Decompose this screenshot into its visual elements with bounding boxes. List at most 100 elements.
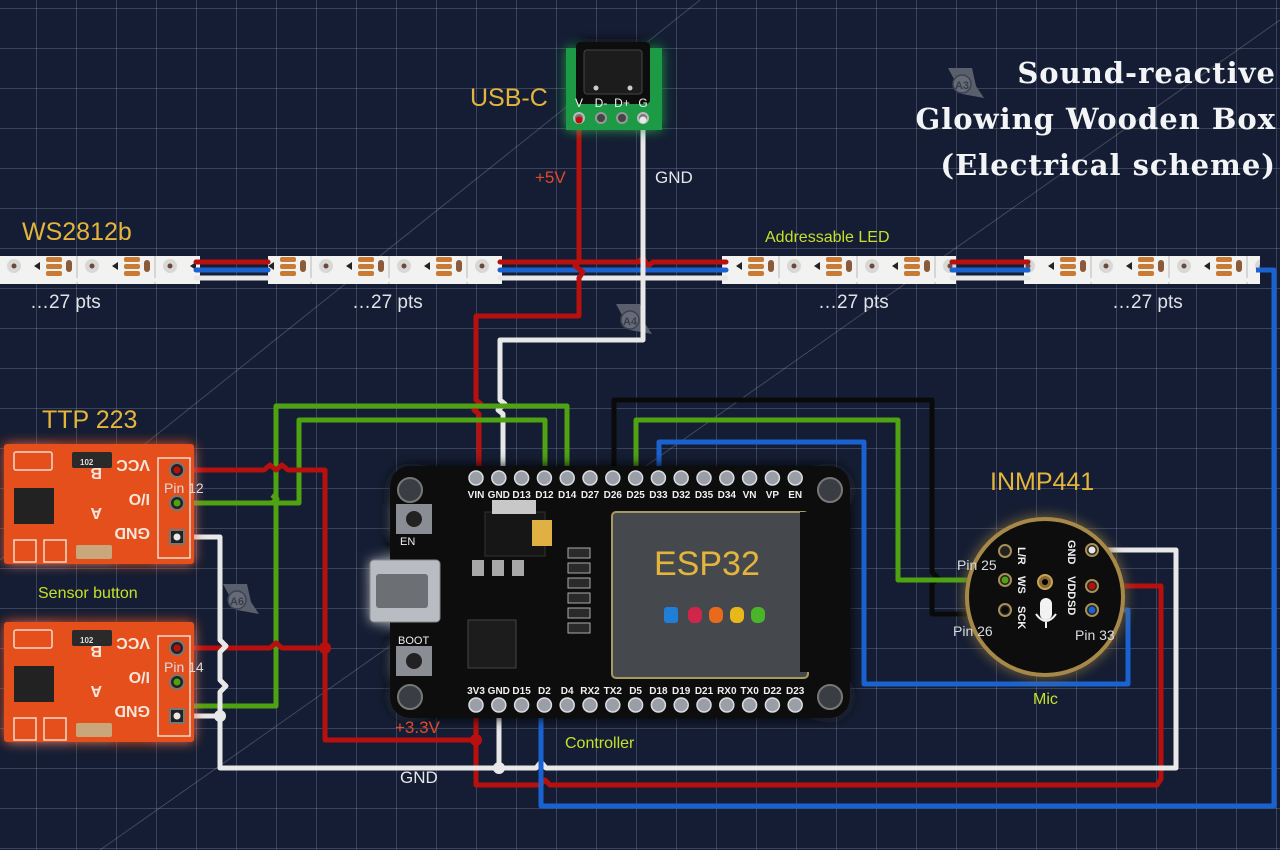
mic-pin-sck: SCK [1015, 606, 1027, 629]
led-segment-2 [268, 256, 502, 284]
esp32-top-pin-gnd [491, 470, 507, 486]
usb-gnd-label: GND [655, 168, 693, 187]
esp32-bottom-pin-d15 [513, 697, 530, 713]
esp32-bottom-pin-d5 [627, 697, 644, 713]
inmp441-pin-labels: L/R WS SCK GND VDD SD [1015, 540, 1077, 629]
marker-a3: A3 [948, 68, 984, 98]
led-count-4: …27 pts [1112, 292, 1183, 313]
esp32-top-pin-label: D13 [512, 490, 531, 501]
touch-sensor-2-text: VCC I/O GND B A 102 [80, 634, 150, 719]
esp32-bottom-pin-label: D18 [649, 686, 668, 697]
esp32-top-pin-d27 [582, 470, 598, 486]
touch-sensor-label: TTP 223 [42, 406, 138, 434]
touch-sensor-1-text: VCC I/O GND B A 102 [80, 456, 150, 541]
esp32-bottom-pin-rx2 [582, 697, 598, 713]
marker-a3-label: A3 [955, 80, 969, 92]
led-segment-4 [1024, 256, 1260, 284]
esp32-bottom-pin-d23 [787, 697, 803, 713]
wire-led-data [538, 267, 1277, 809]
esp32-top-pin-label: D26 [604, 490, 623, 501]
led-strip-caption: Addressable LED [765, 229, 890, 246]
mic-pin-lr: L/R [1015, 547, 1027, 565]
sensor2-mark-a: A [90, 682, 102, 699]
esp32-bottom-pin-tx0 [741, 697, 758, 713]
junctions [214, 642, 505, 774]
esp32-top-pin-d32 [673, 470, 689, 486]
usb-pin-v: V [575, 96, 583, 110]
sensor2-io-label: I/O [129, 668, 150, 685]
esp32-bottom-pin-label: RX2 [580, 686, 600, 697]
mascot-wifi-icon [664, 607, 678, 623]
led-count-2: …27 pts [352, 292, 423, 313]
esp32-label: ESP32 [654, 545, 760, 583]
esp32-bottom-pin-3v3 [468, 697, 484, 713]
esp32-bottom-pin-label: D5 [629, 686, 642, 697]
touch-sensor-2 [4, 622, 194, 742]
sensor2-gnd-label: GND [114, 702, 150, 719]
esp32-board [369, 466, 850, 718]
mascot-w-icon [688, 607, 702, 623]
usb-5v-label: +5V [535, 168, 566, 187]
wire-vcc-s2 [177, 640, 325, 651]
esp32-bottom-pin-label: RX0 [717, 686, 737, 697]
inmp441-module [965, 517, 1125, 677]
inmp441-caption: Mic [1033, 691, 1058, 708]
sensor1-vcc-label: VCC [116, 456, 150, 473]
pin-14-label: Pin 14 [164, 659, 204, 675]
wire-sd [656, 439, 1131, 687]
mic-pin-sd: SD [1065, 600, 1077, 615]
mic-pin-gnd: GND [1065, 540, 1077, 565]
esp32-top-pin-label: D14 [558, 490, 577, 501]
esp32-top-pin-label: VIN [468, 490, 485, 501]
esp32-top-pin-d34 [719, 470, 735, 486]
diagram-title: Sound-reactive Glowing Wooden Box (Elect… [915, 50, 1276, 188]
sensor1-mark-b: B [90, 464, 102, 481]
wire-ws [633, 417, 1005, 583]
mascot-l-icon [709, 607, 723, 623]
esp32-bottom-pin-label: D23 [786, 686, 805, 697]
wire-sck [611, 397, 1005, 617]
led-strip [0, 256, 1260, 284]
esp32-bottom-pin-label: TX0 [740, 686, 759, 697]
sensor1-gnd-label: GND [114, 524, 150, 541]
usb-c-label: USB-C [470, 84, 548, 112]
wire-pin14 [177, 403, 570, 709]
esp32-top-pin-d26 [605, 470, 621, 486]
esp32-3v3-label: +3.3V [395, 718, 440, 737]
esp32-bottom-pin-d2 [536, 697, 553, 713]
pin-33-label: Pin 33 [1075, 627, 1115, 643]
mascot-i-icon [751, 607, 765, 623]
esp32-bottom-pin-d18 [650, 697, 667, 713]
usb-pin-labels: V D- D+ G [575, 96, 648, 110]
esp32-top-pin-label: D33 [649, 490, 668, 501]
esp32-top-pin-label: D32 [672, 490, 691, 501]
usb-pin-g: G [638, 96, 647, 110]
wire-3v3 [473, 583, 1164, 788]
esp32-bottom-pin-label: GND [488, 686, 510, 697]
esp32-top-pin-label: EN [788, 490, 802, 501]
sensor2-resistor-code: 102 [80, 636, 94, 645]
esp32-top-pin-label: D27 [581, 490, 600, 501]
esp32-top-pin-d33 [650, 470, 667, 486]
esp32-bottom-pin-label: D21 [695, 686, 714, 697]
esp32-bottom-pin-d19 [673, 697, 689, 713]
inmp441-label: INMP441 [990, 468, 1095, 496]
esp32-top-pin-vin [468, 470, 484, 486]
esp32-bottom-pin-d21 [696, 697, 712, 713]
esp32-top-pin-d35 [696, 470, 712, 486]
led-segment-1 [0, 256, 200, 284]
usb-c-module [566, 42, 662, 130]
marker-a6: A6 [223, 584, 259, 614]
boot-button-label: BOOT [398, 635, 430, 647]
esp32-top-pin-d14 [559, 470, 575, 486]
esp32-bottom-pin-gnd [491, 697, 507, 713]
touch-sensor-1 [4, 444, 194, 564]
led-count-3: …27 pts [818, 292, 889, 313]
sensor1-mark-a: A [90, 504, 102, 521]
sensor2-mark-b: B [90, 642, 102, 659]
usb-pin-dplus: D+ [614, 96, 630, 110]
bus-power-2 [497, 254, 729, 270]
esp32-bottom-pin-tx2 [605, 697, 621, 713]
esp32-bottom-pin-label: D2 [538, 686, 551, 697]
en-button-label: EN [400, 536, 416, 548]
